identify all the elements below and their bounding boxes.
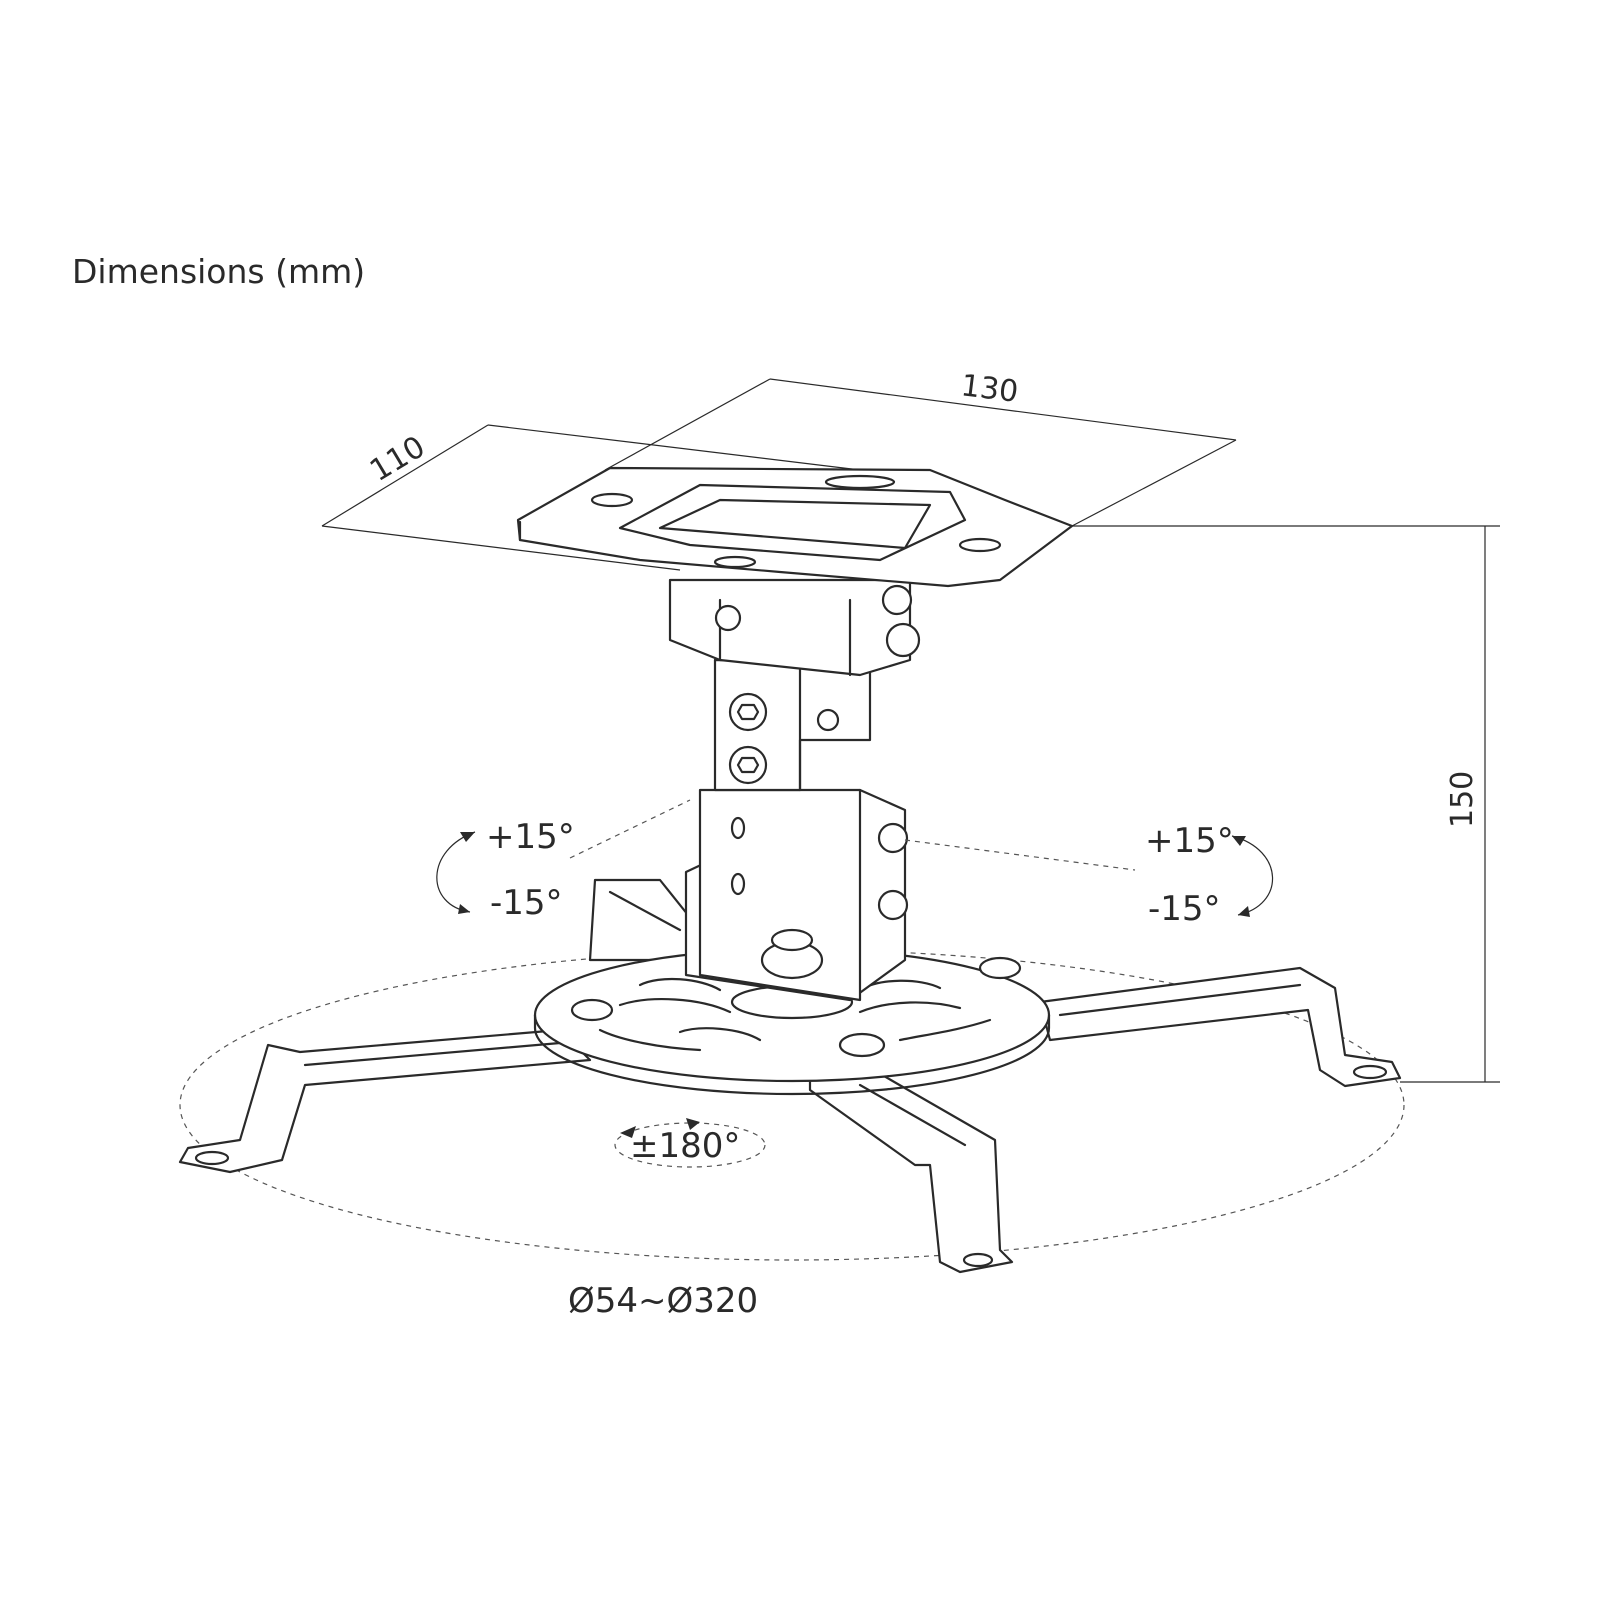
spider-legs	[178, 878, 1402, 1274]
middle-swivel-link	[713, 658, 872, 792]
left-tilt-up-label: +15°	[486, 817, 575, 857]
diagram-title: Dimensions (mm)	[72, 252, 366, 291]
mounting-plate	[533, 947, 1051, 1096]
rotation-indicator	[614, 1118, 766, 1168]
right-tilt-up-label: +15°	[1145, 821, 1234, 861]
right-tilt-indicator	[1231, 835, 1274, 917]
rotate-arrow-icon	[686, 1118, 700, 1130]
lower-tilt-bracket	[684, 788, 909, 1002]
rotate-arrow-icon	[620, 1126, 636, 1138]
mount-range-label: Ø54~Ø320	[568, 1281, 758, 1321]
height-dimension-label: 150	[1445, 771, 1480, 828]
rotation-label: ±180°	[630, 1126, 740, 1166]
ceiling-plate	[516, 466, 1074, 588]
right-tilt-down-label: -15°	[1148, 889, 1221, 929]
left-tilt-down-label: -15°	[490, 883, 563, 923]
upper-bracket	[668, 578, 921, 677]
arrow-down-icon	[458, 904, 470, 914]
left-tilt-indicator	[436, 831, 476, 914]
dimension-lines	[321, 378, 1500, 1083]
width-dimension-label: 130	[959, 368, 1020, 410]
arrow-down-icon	[1238, 906, 1250, 917]
arrow-up-icon	[1232, 836, 1246, 846]
arrow-up-icon	[460, 832, 475, 842]
